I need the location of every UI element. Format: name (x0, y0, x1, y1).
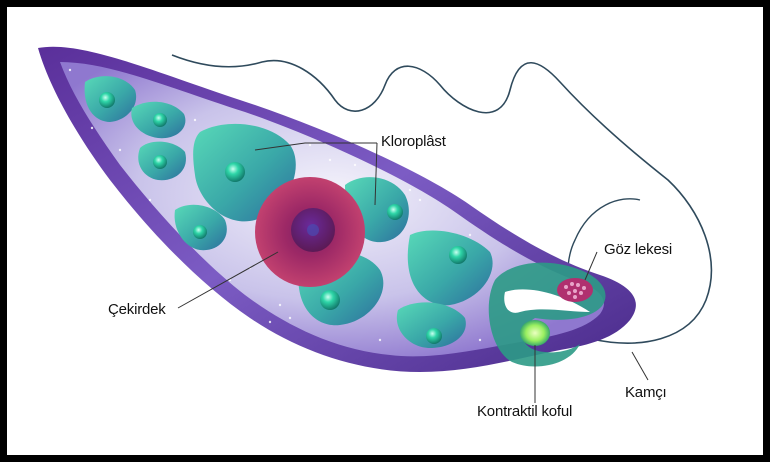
label-contractile-vacuole: Kontraktil koful (477, 403, 572, 420)
label-eyespot: Göz lekesi (604, 241, 672, 258)
contractile-vacuole (520, 320, 550, 346)
label-chloroplast: Kloroplâst (381, 133, 446, 150)
label-flagellum: Kamçı (625, 384, 667, 401)
label-nucleus: Çekirdek (108, 301, 166, 318)
